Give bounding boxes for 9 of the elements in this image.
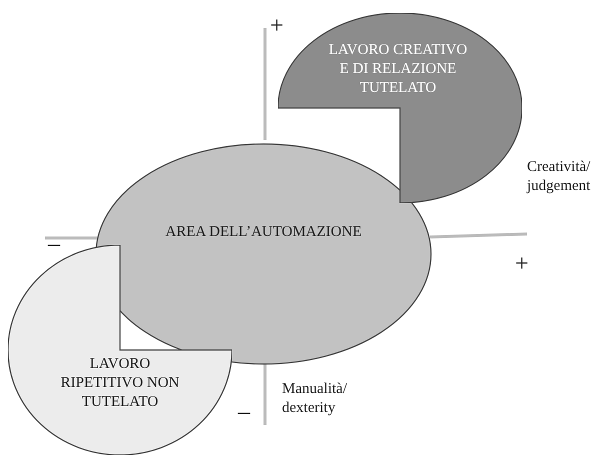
minus-sign: – (238, 400, 250, 424)
shape-label: LAVORO CREATIVO E DI RELAZIONE TUTELATO (328, 41, 468, 98)
plus-sign: + (270, 14, 284, 38)
minus-sign: – (48, 232, 60, 256)
shape-label: LAVORO RIPETITIVO NON TUTELATO (60, 355, 180, 412)
shape-label: AREA DELL’AUTOMAZIONE (164, 223, 363, 242)
axis-label: Creatività/ judgement (527, 158, 592, 196)
axis-label: Manualità/ dexterity (282, 380, 348, 418)
plus-sign: + (515, 252, 529, 276)
